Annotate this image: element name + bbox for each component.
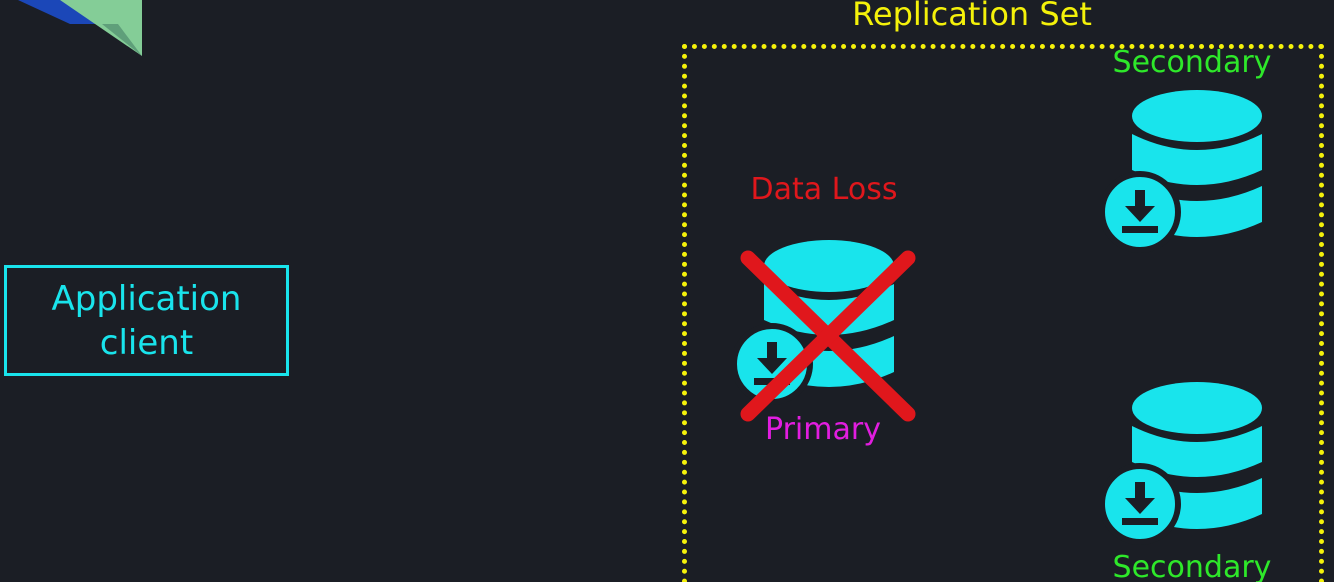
secondary-top-database-icon <box>1100 90 1262 253</box>
secondary-bottom-label: Secondary <box>1112 550 1272 582</box>
application-client-box: Application client <box>4 265 289 376</box>
secondary-bottom-database-icon <box>1100 382 1262 545</box>
red-x-icon <box>740 250 916 422</box>
replication-set-frame <box>682 44 1324 582</box>
primary-label: Primary <box>765 412 881 447</box>
secondary-top-label: Secondary <box>1112 45 1272 80</box>
client-label-line1: Application <box>51 278 242 319</box>
client-label-line2: client <box>99 322 194 363</box>
data-loss-label: Data Loss <box>750 172 898 207</box>
replication-set-title: Replication Set <box>852 0 1092 33</box>
logo-mark <box>18 0 142 56</box>
